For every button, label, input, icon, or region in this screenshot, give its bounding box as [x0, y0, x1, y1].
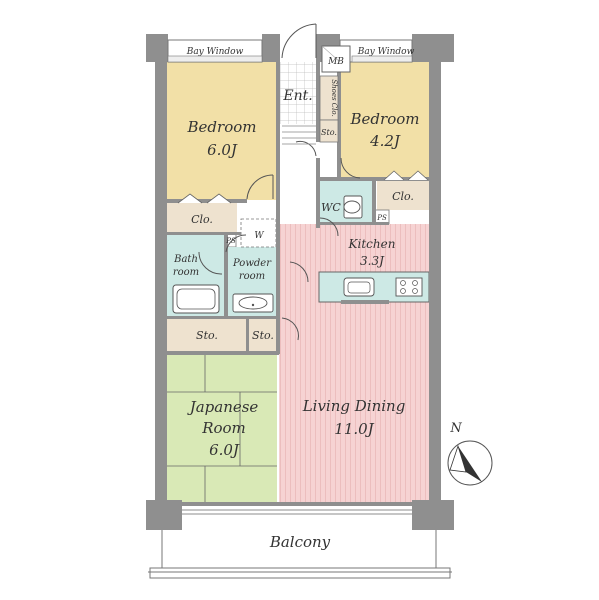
japanese-room [167, 354, 277, 502]
ps-bath-label: PS [225, 237, 236, 245]
sto-small-label: Sto. [321, 128, 337, 137]
entrance-label: Ent. [282, 88, 312, 104]
sto-right [249, 318, 277, 352]
ps-wc-label: PS [376, 214, 387, 222]
living-size: 11.0J [334, 420, 374, 438]
bedroom-left-name: Bedroom [187, 118, 257, 136]
north-label: N [449, 421, 462, 436]
bedroom-left-size: 6.0J [207, 141, 238, 159]
clo-left-label: Clo. [191, 213, 213, 226]
balcony-label: Balcony [269, 533, 331, 551]
bay-window-left-label: Bay Window [186, 47, 244, 57]
shoes-closet-label: Shoes Clo. [330, 79, 338, 116]
bay-window-right-label: Bay Window [357, 47, 415, 57]
sink-icon [343, 277, 375, 297]
doors [198, 141, 361, 341]
sto-left-label: Sto. [196, 329, 218, 342]
clo-right-label: Clo. [392, 190, 414, 203]
sto-right-label: Sto. [252, 329, 274, 342]
powder-name-2: room [239, 271, 265, 282]
washbasin-icon [232, 293, 274, 313]
toilet-icon [343, 195, 363, 219]
powder-name-1: Powder [232, 258, 272, 269]
entrance-door [281, 23, 317, 59]
bathtub-icon [172, 284, 220, 314]
japanese-name-1: Japanese [187, 398, 259, 416]
bath-name-1: Bath [173, 254, 198, 265]
closet-chevrons [177, 170, 429, 204]
closet-left [167, 203, 237, 233]
entrance-floor [279, 62, 317, 124]
washer-box [240, 218, 277, 248]
sto-left [167, 318, 247, 352]
bedroom-left [167, 62, 277, 200]
living-name: Living Dining [302, 397, 406, 415]
bedroom-right-name: Bedroom [350, 110, 420, 128]
sto-small [319, 119, 339, 143]
mb-label: MB [327, 57, 344, 67]
stove-icon [395, 277, 423, 297]
japanese-name-2: Room [201, 419, 246, 437]
bath-name-2: room [173, 267, 199, 278]
washer-label: W [254, 231, 264, 241]
hall-steps [282, 125, 316, 145]
closet-right [377, 180, 429, 210]
japanese-size: 6.0J [209, 441, 240, 459]
kitchen-living-floor [279, 224, 429, 502]
kitchen-name: Kitchen [348, 237, 396, 251]
bay-window-left [167, 39, 263, 63]
bedroom-right [341, 62, 429, 180]
window-lines [182, 509, 412, 515]
kitchen-size: 3.3J [360, 254, 385, 268]
bedroom-right-size: 4.2J [369, 132, 401, 150]
wc-label: WC [321, 201, 341, 214]
balcony-railing [148, 530, 452, 579]
tatami-lines [167, 354, 277, 502]
north-compass-icon: N [447, 421, 493, 486]
